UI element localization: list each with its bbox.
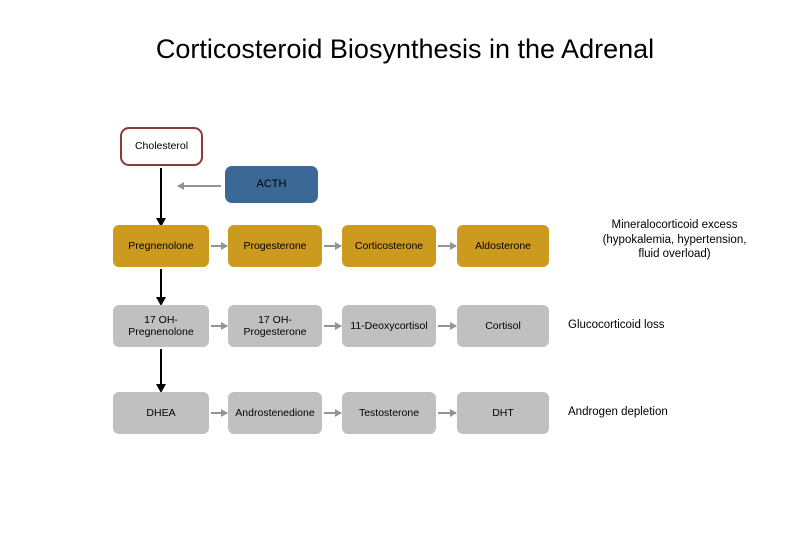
node-acth[interactable]: ACTH [225, 166, 318, 203]
node-progesterone[interactable]: Progesterone [228, 225, 322, 267]
node-cortisol[interactable]: Cortisol [457, 305, 549, 347]
arrow-progesterone-to-corticosterone [324, 241, 342, 250]
arrow-testosterone-to-dht [438, 408, 457, 417]
arrow-pregnenolone-to-progesterone [211, 241, 228, 250]
node-11-deoxycortisol[interactable]: 11-Deoxycortisol [342, 305, 436, 347]
arrow-11-deoxycortisol-to-cortisol [438, 321, 457, 330]
arrow-dhea-to-androstenedione [211, 408, 228, 417]
node-cholesterol[interactable]: Cholesterol [120, 127, 203, 166]
note-androgen-depletion: Androgen depletion [568, 406, 668, 418]
node-testosterone[interactable]: Testosterone [342, 392, 436, 434]
note-glucocorticoid-loss: Glucocorticoid loss [568, 319, 665, 331]
node-dhea[interactable]: DHEA [113, 392, 209, 434]
arrow-17oh-pregnenolone-to-17oh-progesterone [211, 321, 228, 330]
node-corticosterone[interactable]: Corticosterone [342, 225, 436, 267]
arrow-17oh-progesterone-to-11-deoxycortisol [324, 321, 342, 330]
node-aldosterone[interactable]: Aldosterone [457, 225, 549, 267]
arrow-cholesterol-to-pregnenolone [156, 168, 166, 227]
node-17oh-pregnenolone[interactable]: 17 OH- Pregnenolone [113, 305, 209, 347]
arrow-acth-to-pathway [177, 181, 221, 190]
arrow-pregnenolone-to-17oh-pregnenolone [156, 269, 166, 306]
arrow-corticosterone-to-aldosterone [438, 241, 457, 250]
note-mineralocorticoid-excess: Mineralocorticoid excess (hypokalemia, h… [602, 219, 747, 261]
node-pregnenolone[interactable]: Pregnenolone [113, 225, 209, 267]
node-androstenedione[interactable]: Androstenedione [228, 392, 322, 434]
arrow-17oh-pregnenolone-to-dhea [156, 349, 166, 393]
page-title: Corticosteroid Biosynthesis in the Adren… [155, 34, 655, 64]
arrow-androstenedione-to-testosterone [324, 408, 342, 417]
node-17oh-progesterone[interactable]: 17 OH- Progesterone [228, 305, 322, 347]
node-dht[interactable]: DHT [457, 392, 549, 434]
